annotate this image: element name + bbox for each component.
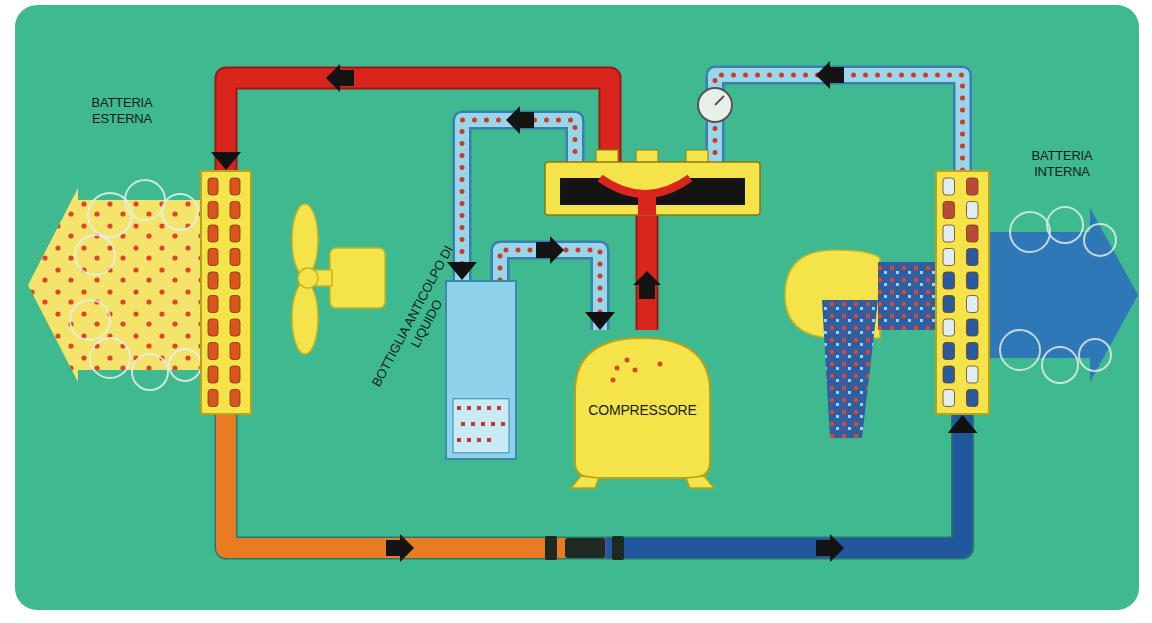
outdoor-coil: BATTERIA ESTERNA xyxy=(200,170,252,415)
flow-arrows xyxy=(326,61,844,562)
node-label: BATTERIA INTERNA xyxy=(1017,148,1107,181)
blower xyxy=(785,250,936,438)
indoor-coil: BATTERIA INTERNA xyxy=(935,170,990,415)
background-panel xyxy=(15,5,1139,610)
liquid-separator: BOTTIGLIA ANTICOLPO DI LIQUIDO xyxy=(445,280,517,460)
node-label: COMPRESSORE xyxy=(573,402,712,420)
hot-air-flow xyxy=(28,180,205,390)
compressor: COMPRESSORE xyxy=(565,330,720,490)
refrigerant-pipe xyxy=(462,75,963,280)
reversing-valve xyxy=(545,150,760,215)
coil-int-shape xyxy=(935,170,990,415)
bottle-shape xyxy=(445,280,517,460)
node-label: BATTERIA ESTERNA xyxy=(72,95,172,128)
expansion-device xyxy=(545,536,624,560)
cold-air-flow xyxy=(990,207,1138,383)
gauge xyxy=(698,88,732,122)
coil-ext-shape xyxy=(200,170,252,415)
fan xyxy=(292,204,385,354)
